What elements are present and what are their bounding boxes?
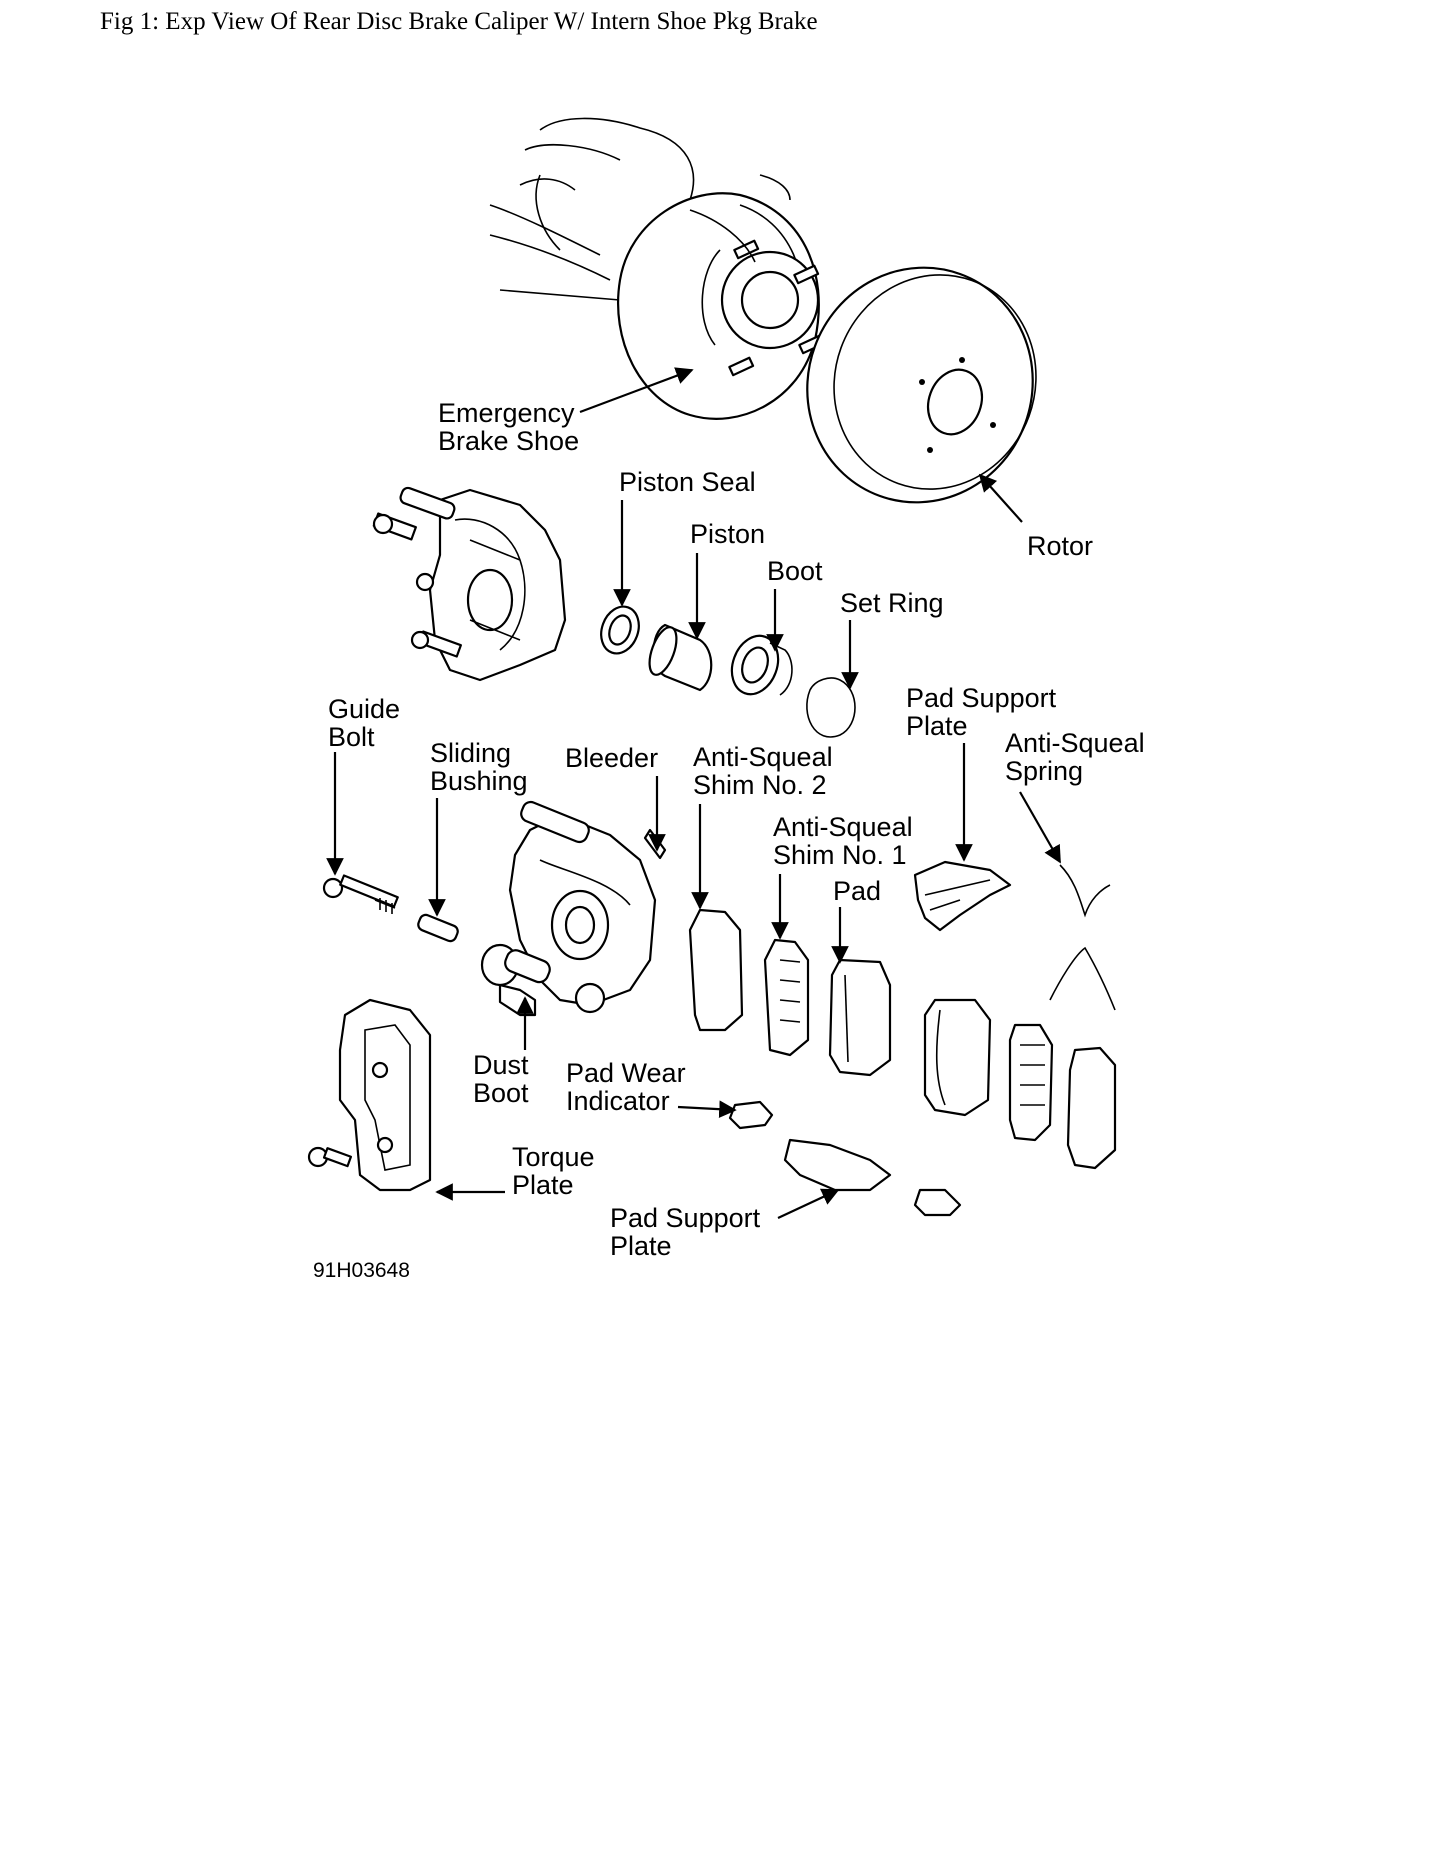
figure-code: 91H03648 xyxy=(313,1259,410,1282)
label-set-ring: Set Ring xyxy=(840,588,944,618)
label-anti-squeal-spring: Anti-Squeal Spring xyxy=(1005,728,1152,786)
leader-lines xyxy=(326,367,1061,1219)
label-rotor: Rotor xyxy=(1027,531,1093,561)
rotor-drawing xyxy=(806,266,1037,504)
label-pad-support-plate-top: Pad Support Plate xyxy=(906,683,1064,741)
label-dust-boot: Dust Boot xyxy=(473,1050,536,1108)
caliper-body-drawing xyxy=(498,800,667,1017)
label-boot: Boot xyxy=(767,556,823,586)
pads-shims-drawing xyxy=(688,860,1117,1217)
label-guide-bolt: Guide Bolt xyxy=(328,694,408,752)
guide-bolt-bushing-drawing xyxy=(322,874,551,987)
caliper-assembly-drawing xyxy=(372,486,567,682)
label-pad-support-plate-bottom: Pad Support Plate xyxy=(610,1203,768,1261)
label-sliding-bushing: Sliding Bushing xyxy=(430,738,528,796)
label-torque-plate: Torque Plate xyxy=(512,1142,602,1200)
figure-caption: Fig 1: Exp View Of Rear Disc Brake Calip… xyxy=(100,8,818,35)
label-anti-squeal-shim-1: Anti-Squeal Shim No. 1 xyxy=(773,812,920,870)
label-anti-squeal-shim-2: Anti-Squeal Shim No. 2 xyxy=(693,742,840,800)
label-pad: Pad xyxy=(833,876,881,906)
label-emergency-brake-shoe: Emergency Brake Shoe xyxy=(438,398,582,456)
piston-components-drawing xyxy=(600,605,856,738)
torque-plate-drawing xyxy=(307,998,432,1192)
hub-backing-plate-drawing xyxy=(489,117,825,420)
label-bleeder: Bleeder xyxy=(565,743,658,773)
label-piston-seal: Piston Seal xyxy=(619,467,756,497)
label-pad-wear-indicator: Pad Wear Indicator xyxy=(566,1058,693,1116)
label-piston: Piston xyxy=(690,519,765,549)
